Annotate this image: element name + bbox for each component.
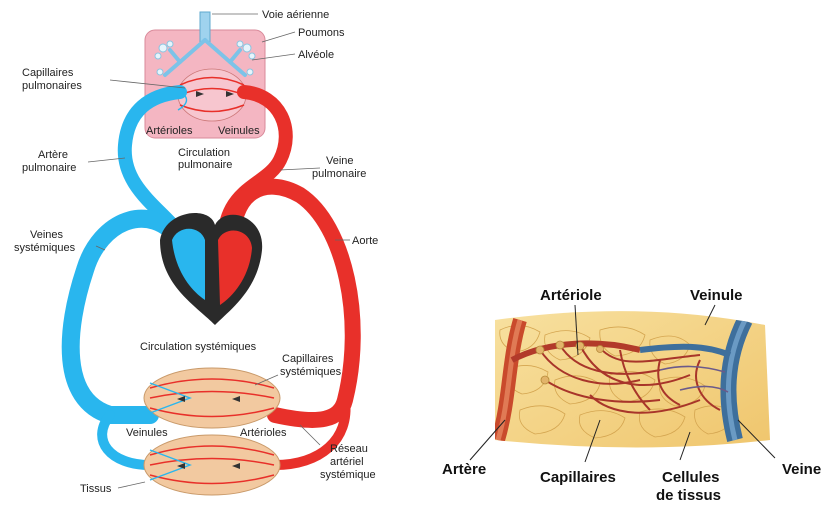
systemic-capillary-bed-upper [144, 368, 280, 428]
label-arterioles-top: Artérioles [146, 125, 193, 137]
label-pulmonary-capillaries-1: Capillaires [22, 67, 74, 79]
label-pulmonary-circulation-1: Circulation [178, 147, 230, 159]
label-pulmonary-artery-2: pulmonaire [22, 162, 76, 174]
label-arterial-network-2: artériel [330, 456, 364, 468]
left-diagram: Voie aérienne Poumons Alvéole Capillaire… [14, 9, 378, 495]
label-tissues: Tissus [80, 483, 112, 495]
label-systemic-circulation: Circulation systémiques [140, 341, 257, 353]
label-pulmonary-circulation-2: pulmonaire [178, 159, 232, 171]
label-arterial-network-3: systémique [320, 469, 376, 481]
label-arterial-network-1: Réseau [330, 443, 368, 455]
airway-trachea [200, 12, 210, 42]
heart [160, 213, 262, 325]
label-alveolus: Alvéole [298, 49, 334, 61]
label-artery: Artère [442, 461, 486, 478]
label-systemic-veins-1: Veines [30, 229, 64, 241]
label-arteriole: Artériole [540, 287, 602, 304]
label-systemic-capillaries-1: Capillaires [282, 353, 334, 365]
label-venules-bottom: Veinules [126, 427, 168, 439]
right-diagram: Artériole Veinule Artère Capillaires Cel… [442, 287, 821, 504]
label-vein: Veine [782, 461, 821, 478]
label-tissue-cells-2: de tissus [656, 487, 721, 504]
pulmonary-capillary-bed [178, 69, 246, 121]
label-venule: Veinule [690, 287, 743, 304]
label-pulmonary-vein-2: pulmonaire [312, 168, 366, 180]
systemic-capillary-bed-lower [144, 435, 280, 495]
label-systemic-capillaries-2: systémiques [280, 366, 342, 378]
label-aorta: Aorte [352, 235, 378, 247]
label-pulmonary-artery-1: Artère [38, 149, 68, 161]
label-capillaries: Capillaires [540, 469, 616, 486]
label-arterioles-bottom: Artérioles [240, 427, 287, 439]
label-pulmonary-capillaries-2: pulmonaires [22, 80, 82, 92]
label-airway: Voie aérienne [262, 9, 329, 21]
label-pulmonary-vein-1: Veine [326, 155, 354, 167]
label-venules-top: Veinules [218, 125, 260, 137]
label-systemic-veins-2: systémiques [14, 242, 76, 254]
label-tissue-cells-1: Cellules [662, 469, 720, 486]
label-lungs: Poumons [298, 27, 345, 39]
